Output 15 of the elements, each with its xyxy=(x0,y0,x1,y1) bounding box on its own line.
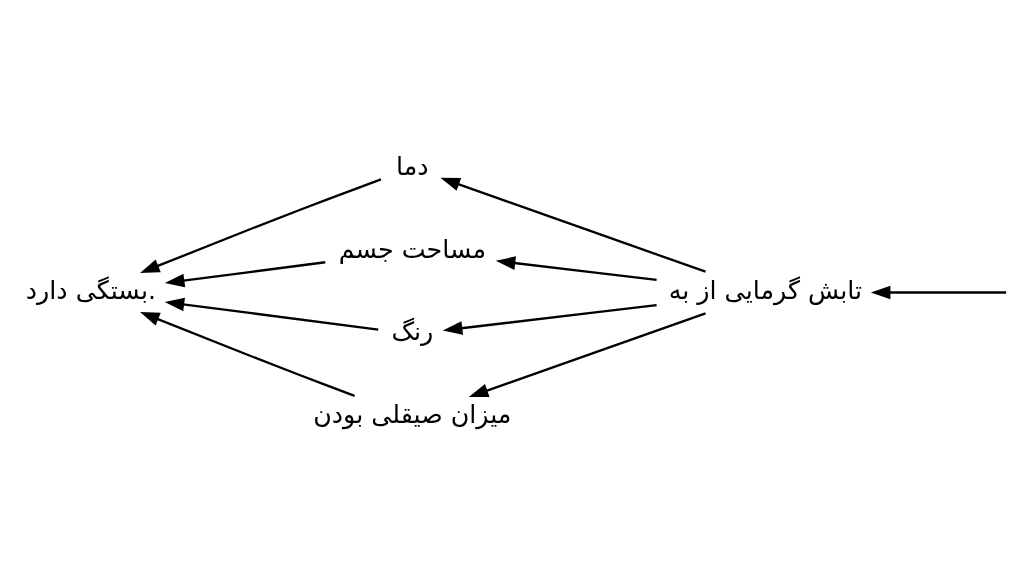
arrow xyxy=(440,177,706,273)
arrow xyxy=(468,312,706,398)
node-text: تابش گرمایی از به xyxy=(668,275,863,305)
arrow xyxy=(140,311,356,397)
arrow xyxy=(495,256,657,281)
arrow xyxy=(870,285,1007,300)
arrow xyxy=(140,178,382,274)
arrow xyxy=(442,304,657,335)
arrow xyxy=(164,297,379,331)
node-text: مساحت جسم xyxy=(338,234,487,264)
node-text: بستگی دارد. xyxy=(25,275,156,305)
arrow xyxy=(164,261,326,288)
node-text: رنگ xyxy=(391,317,434,347)
node-text: دما xyxy=(396,151,429,181)
node-text: میزان صیقلی بودن xyxy=(313,400,512,430)
